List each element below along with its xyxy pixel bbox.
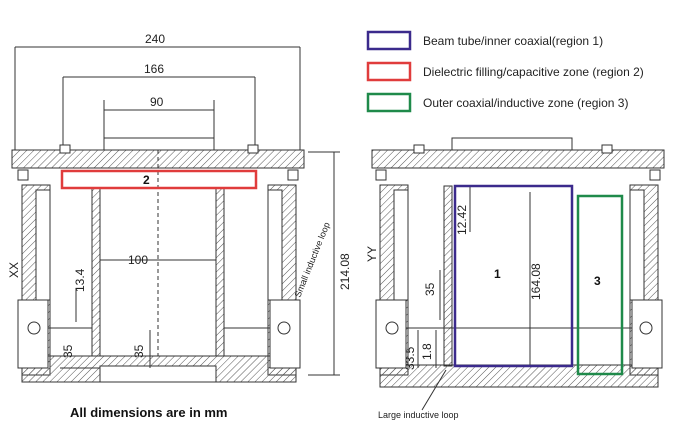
region-3-label: 3 — [594, 274, 601, 288]
right-section-view — [371, 137, 665, 411]
dim-12-42: 12.42 — [455, 205, 469, 235]
dim-214-08: 214.08 — [338, 253, 352, 290]
dim-90: 90 — [150, 95, 164, 109]
large-loop-note: Large inductive loop — [378, 410, 459, 420]
region-2-marker: 2 — [143, 173, 150, 187]
section-label-yy: YY — [365, 246, 379, 262]
dim-100: 100 — [128, 253, 148, 267]
legend-swatch-region-2 — [366, 61, 412, 82]
section-label-xx: XX — [7, 262, 21, 278]
region-1-label: 1 — [494, 267, 501, 281]
legend-label-region-2: Dielectric filling/capacitive zone (regi… — [423, 65, 644, 79]
dim-1-8: 1.8 — [420, 343, 434, 360]
dim-164-08: 164.08 — [529, 263, 543, 300]
legend-swatch-region-3 — [366, 92, 412, 113]
legend-label-region-3: Outer coaxial/inductive zone (region 3) — [423, 96, 628, 110]
dim-35-right: 35 — [423, 282, 437, 296]
region-2-box — [60, 169, 258, 190]
dim-240: 240 — [145, 32, 165, 46]
left-section-view — [11, 46, 340, 383]
region-1-box — [453, 184, 574, 368]
dim-33-5: 33.5 — [403, 346, 417, 370]
units-note: All dimensions are in mm — [70, 405, 228, 420]
legend-swatch-region-1 — [366, 30, 412, 51]
small-loop-note: Small inductive loop — [293, 221, 332, 299]
dim-35-left: 35 — [61, 344, 75, 358]
dim-35-center: 35 — [132, 344, 146, 358]
dim-166: 166 — [144, 62, 164, 76]
dim-13-4: 13.4 — [73, 268, 87, 292]
region-3-box — [576, 194, 624, 376]
legend: Beam tube/inner coaxial(region 1) Dielec… — [366, 30, 644, 113]
legend-label-region-1: Beam tube/inner coaxial(region 1) — [423, 34, 603, 48]
